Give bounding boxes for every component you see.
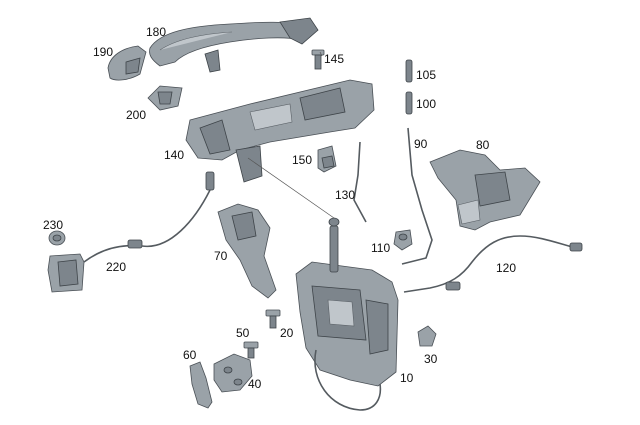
label-230: 230 [43, 218, 64, 232]
part-80-bracket[interactable] [429, 149, 541, 231]
label-190: 190 [93, 45, 114, 59]
label-145: 145 [324, 52, 345, 66]
part-145-screw[interactable] [311, 49, 325, 70]
label-220: 220 [106, 260, 127, 274]
label-70: 70 [214, 249, 228, 263]
part-180-door-handle[interactable] [149, 17, 319, 73]
label-180: 180 [146, 25, 167, 39]
part-120-cable[interactable] [403, 235, 583, 293]
part-230-grommet[interactable] [48, 230, 66, 246]
label-30: 30 [424, 352, 438, 366]
label-50: 50 [236, 326, 250, 340]
label-80: 80 [476, 138, 490, 152]
part-90-long-rod[interactable] [401, 127, 433, 265]
part-70-cover-panel[interactable] [217, 203, 277, 299]
part-10-door-lock[interactable] [295, 217, 399, 411]
label-20: 20 [280, 326, 294, 340]
part-130-link-rod[interactable] [353, 141, 367, 223]
label-130: 130 [335, 188, 356, 202]
label-90: 90 [414, 137, 428, 151]
part-100-rod[interactable] [405, 91, 413, 115]
part-200-cover[interactable] [147, 85, 183, 111]
label-40: 40 [248, 377, 262, 391]
label-110: 110 [371, 241, 391, 255]
label-105: 105 [416, 68, 437, 82]
label-10: 10 [400, 371, 414, 385]
part-50-screw[interactable] [243, 341, 259, 359]
leader-lines [247, 51, 335, 219]
label-100: 100 [416, 97, 437, 111]
part-60-striker[interactable] [189, 361, 213, 409]
label-120: 120 [496, 261, 517, 275]
part-220-actuator-cable[interactable] [47, 171, 215, 293]
label-60: 60 [183, 348, 197, 362]
part-105-rod[interactable] [405, 59, 413, 83]
part-40-striker-plate[interactable] [213, 353, 253, 393]
label-150: 150 [292, 153, 313, 167]
part-140-carrier[interactable] [185, 79, 375, 183]
part-190-end-cap[interactable] [107, 45, 147, 81]
part-30-nut[interactable] [417, 325, 437, 347]
part-110-grommet[interactable] [393, 229, 413, 251]
part-20-screw[interactable] [265, 309, 281, 329]
label-200: 200 [126, 108, 147, 122]
part-150-clip[interactable] [317, 145, 337, 173]
label-140: 140 [164, 148, 185, 162]
